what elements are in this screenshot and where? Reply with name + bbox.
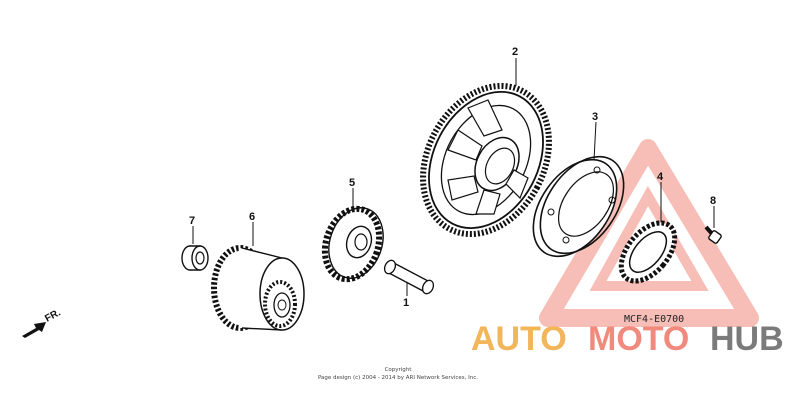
watermark-part-hub: HUB bbox=[710, 320, 784, 358]
leader-lines bbox=[192, 58, 715, 296]
diagram-code: MCF4-E0700 bbox=[624, 314, 684, 325]
gear-part-5[interactable] bbox=[316, 201, 392, 287]
callout-6: 6 bbox=[249, 211, 255, 223]
copyright-notice: Page design (c) 2004 - 2014 by ARI Netwo… bbox=[318, 375, 478, 381]
one-way-clutch-part-4[interactable] bbox=[611, 213, 685, 291]
front-direction-arrow-icon: FR. bbox=[22, 307, 63, 338]
callout-5: 5 bbox=[349, 177, 355, 189]
ring-gear-part-2[interactable] bbox=[398, 64, 574, 256]
bolt-part-8[interactable] bbox=[704, 225, 722, 244]
callout-4: 4 bbox=[657, 171, 664, 183]
watermark-part-moto: MOTO bbox=[588, 320, 689, 358]
starter-clutch-outer-part-3[interactable] bbox=[516, 141, 641, 271]
watermark-part-auto: AUTO bbox=[471, 320, 567, 358]
callout-7: 7 bbox=[189, 215, 195, 227]
callout-1: 1 bbox=[403, 297, 409, 309]
callout-8: 8 bbox=[710, 195, 716, 207]
shaft-part-1[interactable] bbox=[383, 259, 436, 296]
watermark-text: AUTO MOTO HUB bbox=[471, 320, 784, 358]
gear-drum-part-6[interactable] bbox=[211, 245, 305, 331]
front-direction-label: FR. bbox=[43, 307, 63, 324]
callout-3: 3 bbox=[592, 111, 598, 123]
copyright-title: Copyright bbox=[385, 367, 413, 373]
bearing-part-7[interactable] bbox=[181, 245, 209, 271]
callout-2: 2 bbox=[512, 46, 518, 58]
